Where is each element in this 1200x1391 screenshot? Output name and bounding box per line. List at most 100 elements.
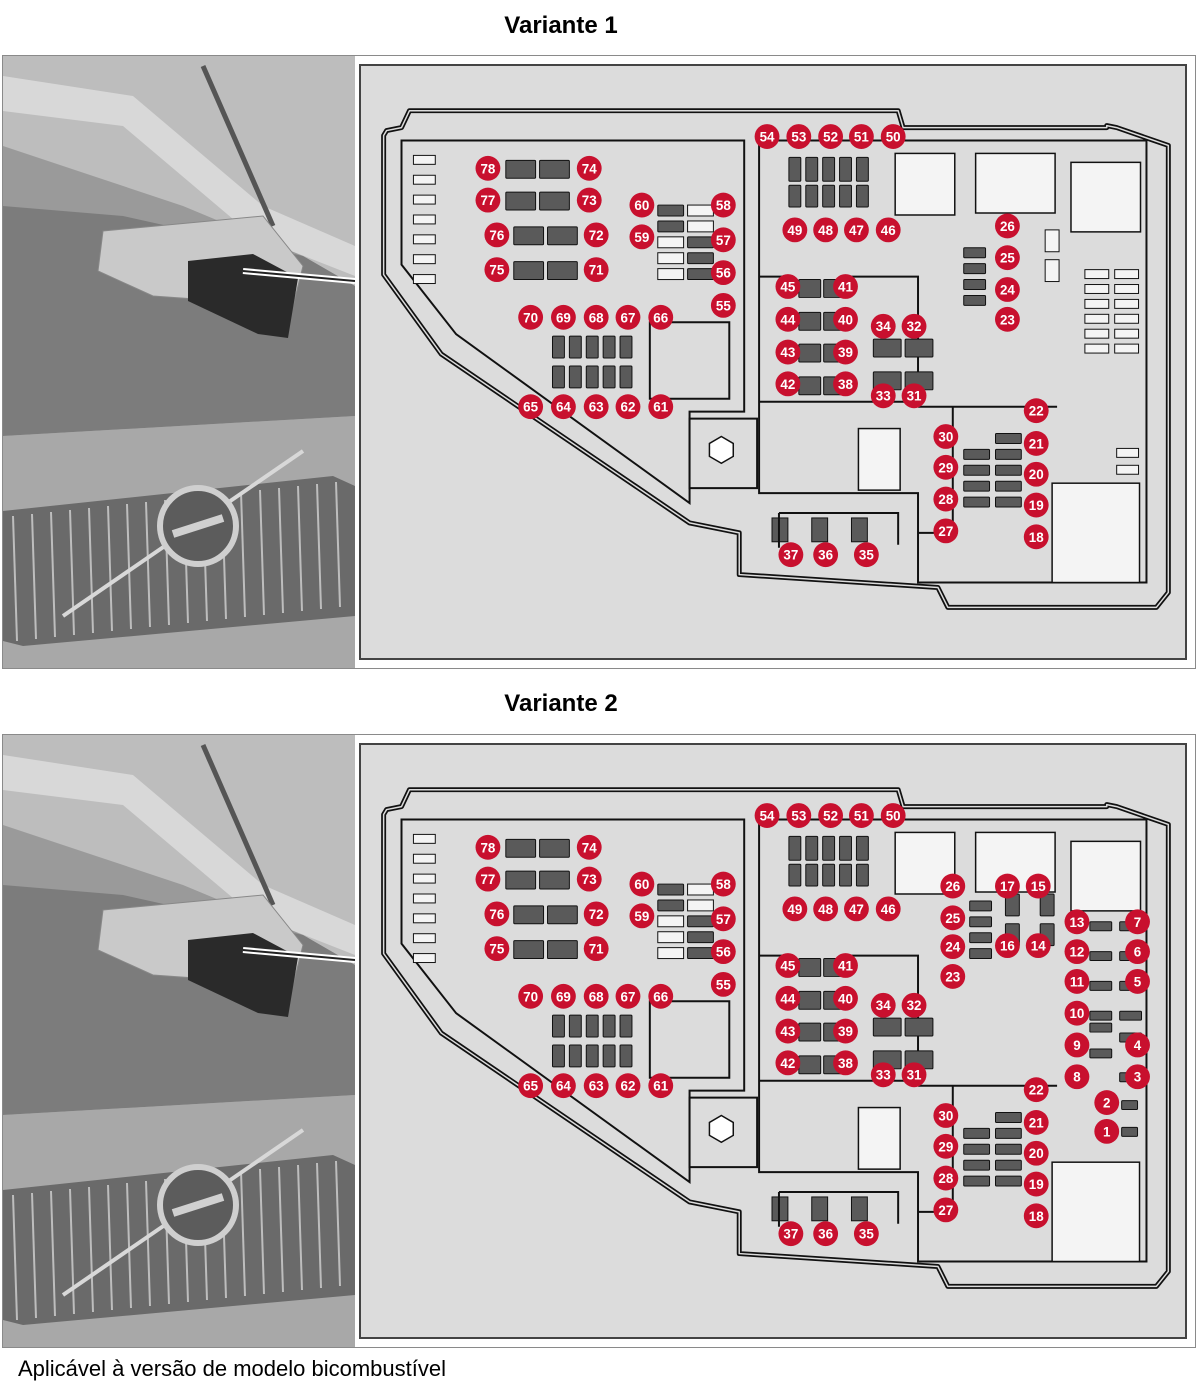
fuse [568, 1014, 582, 1038]
badge-circle [583, 222, 609, 248]
badge-label: 53 [791, 808, 806, 823]
fuse [1121, 1126, 1139, 1137]
fuse-number-badge: 18 [1023, 524, 1049, 550]
fuse-number-badge: 46 [875, 896, 901, 922]
fuse [539, 838, 570, 858]
fuse-number-badge: 34 [870, 313, 896, 339]
badge-label: 7 [1134, 915, 1141, 930]
badge-circle [853, 542, 879, 568]
fuse-number-badge: 16 [995, 933, 1020, 959]
fuse-number-badge: 43 [775, 1018, 801, 1044]
badge-circle [475, 834, 501, 860]
badge-label: 62 [621, 400, 636, 415]
variant-1-title: Variante 1 [504, 12, 618, 39]
fuse-number-badge: 40 [833, 985, 858, 1011]
badge-circle [853, 1221, 879, 1247]
fuse [1121, 1100, 1139, 1111]
grille-bar [297, 485, 303, 612]
badge-label: 77 [480, 872, 495, 887]
fuse [788, 156, 802, 182]
badge-label: 58 [716, 877, 731, 892]
fuse-number-badge: 53 [786, 124, 812, 149]
badge-circle [484, 257, 510, 283]
badge-circle [833, 1050, 858, 1076]
fuse [850, 517, 868, 543]
fuse-number-badge: 32 [901, 992, 927, 1018]
fuse [539, 870, 570, 890]
fuse-number-badge: 71 [583, 257, 609, 283]
fuse-number-badge: 42 [775, 1050, 801, 1076]
badge-circle [710, 906, 736, 932]
badge-label: 74 [582, 161, 597, 176]
badge-label: 42 [780, 1056, 795, 1071]
badge-label: 65 [523, 400, 538, 415]
fuse-number-badge: 52 [818, 124, 844, 149]
fuse [798, 990, 822, 1010]
fuse-number-badge: 18 [1023, 1203, 1049, 1229]
badge-label: 76 [489, 907, 504, 922]
badge-circle [870, 992, 896, 1018]
badge-circle [583, 983, 609, 1009]
badge-circle [1023, 1171, 1049, 1197]
badge-label: 18 [1029, 1209, 1044, 1224]
fuse [798, 343, 822, 363]
badge-circle [833, 306, 858, 332]
badge-label: 60 [634, 877, 649, 892]
fuse [963, 1175, 991, 1187]
badge-circle [901, 383, 927, 409]
badge-circle [870, 313, 896, 339]
badge-label: 48 [818, 902, 833, 917]
fuse [657, 883, 685, 896]
badge-label: 25 [945, 911, 960, 926]
badge-label: 37 [783, 548, 798, 563]
badge-label: 28 [938, 492, 953, 507]
fuse [568, 335, 582, 359]
badge-label: 27 [938, 1203, 953, 1218]
fuse [839, 184, 852, 208]
fuse [963, 1127, 991, 1139]
badge-label: 42 [780, 377, 795, 392]
fuse [995, 1159, 1022, 1171]
fuse [872, 338, 902, 358]
badge-label: 39 [838, 345, 853, 360]
connector-pin [412, 214, 436, 225]
badge-label: 30 [938, 1108, 953, 1123]
badge-label: 69 [556, 310, 571, 325]
fuse-bay-frame [648, 321, 731, 400]
badge-circle [933, 1133, 959, 1159]
badge-label: 39 [838, 1024, 853, 1039]
badge-label: 44 [780, 312, 795, 327]
fuse [505, 838, 537, 858]
fuse-number-badge: 69 [551, 983, 576, 1009]
relay-slot [1084, 284, 1110, 294]
fuse-number-badge: 66 [648, 304, 674, 330]
badge-label: 36 [818, 1227, 833, 1242]
fuse-number-badge: 74 [576, 834, 602, 860]
fuse-number-badge: 37 [778, 1221, 804, 1247]
badge-label: 4 [1134, 1038, 1142, 1053]
badge-label: 66 [653, 310, 668, 325]
fuse [788, 184, 802, 208]
badge-label: 24 [945, 940, 960, 955]
fuse-number-badge: 51 [848, 124, 874, 149]
relay-slot [1114, 284, 1140, 294]
fuse-number-badge: 62 [615, 394, 641, 420]
badge-label: 32 [907, 998, 922, 1013]
grille-bar [107, 505, 113, 632]
fuse [969, 948, 993, 960]
grille-bar [259, 1168, 265, 1295]
fuse [687, 236, 714, 249]
fuse-number-badge: 50 [880, 803, 906, 828]
badge-label: 45 [780, 958, 795, 973]
badge-label: 24 [1000, 282, 1015, 297]
housing-outline-inner [382, 109, 1170, 609]
badge-circle [940, 934, 966, 960]
badge-circle [518, 983, 544, 1009]
relay [1070, 840, 1142, 912]
badge-circle [901, 313, 927, 339]
badge-circle [1025, 933, 1051, 959]
fuse [657, 899, 685, 912]
fuse [585, 335, 599, 359]
fuse [1089, 980, 1113, 991]
fuse [619, 1044, 633, 1068]
